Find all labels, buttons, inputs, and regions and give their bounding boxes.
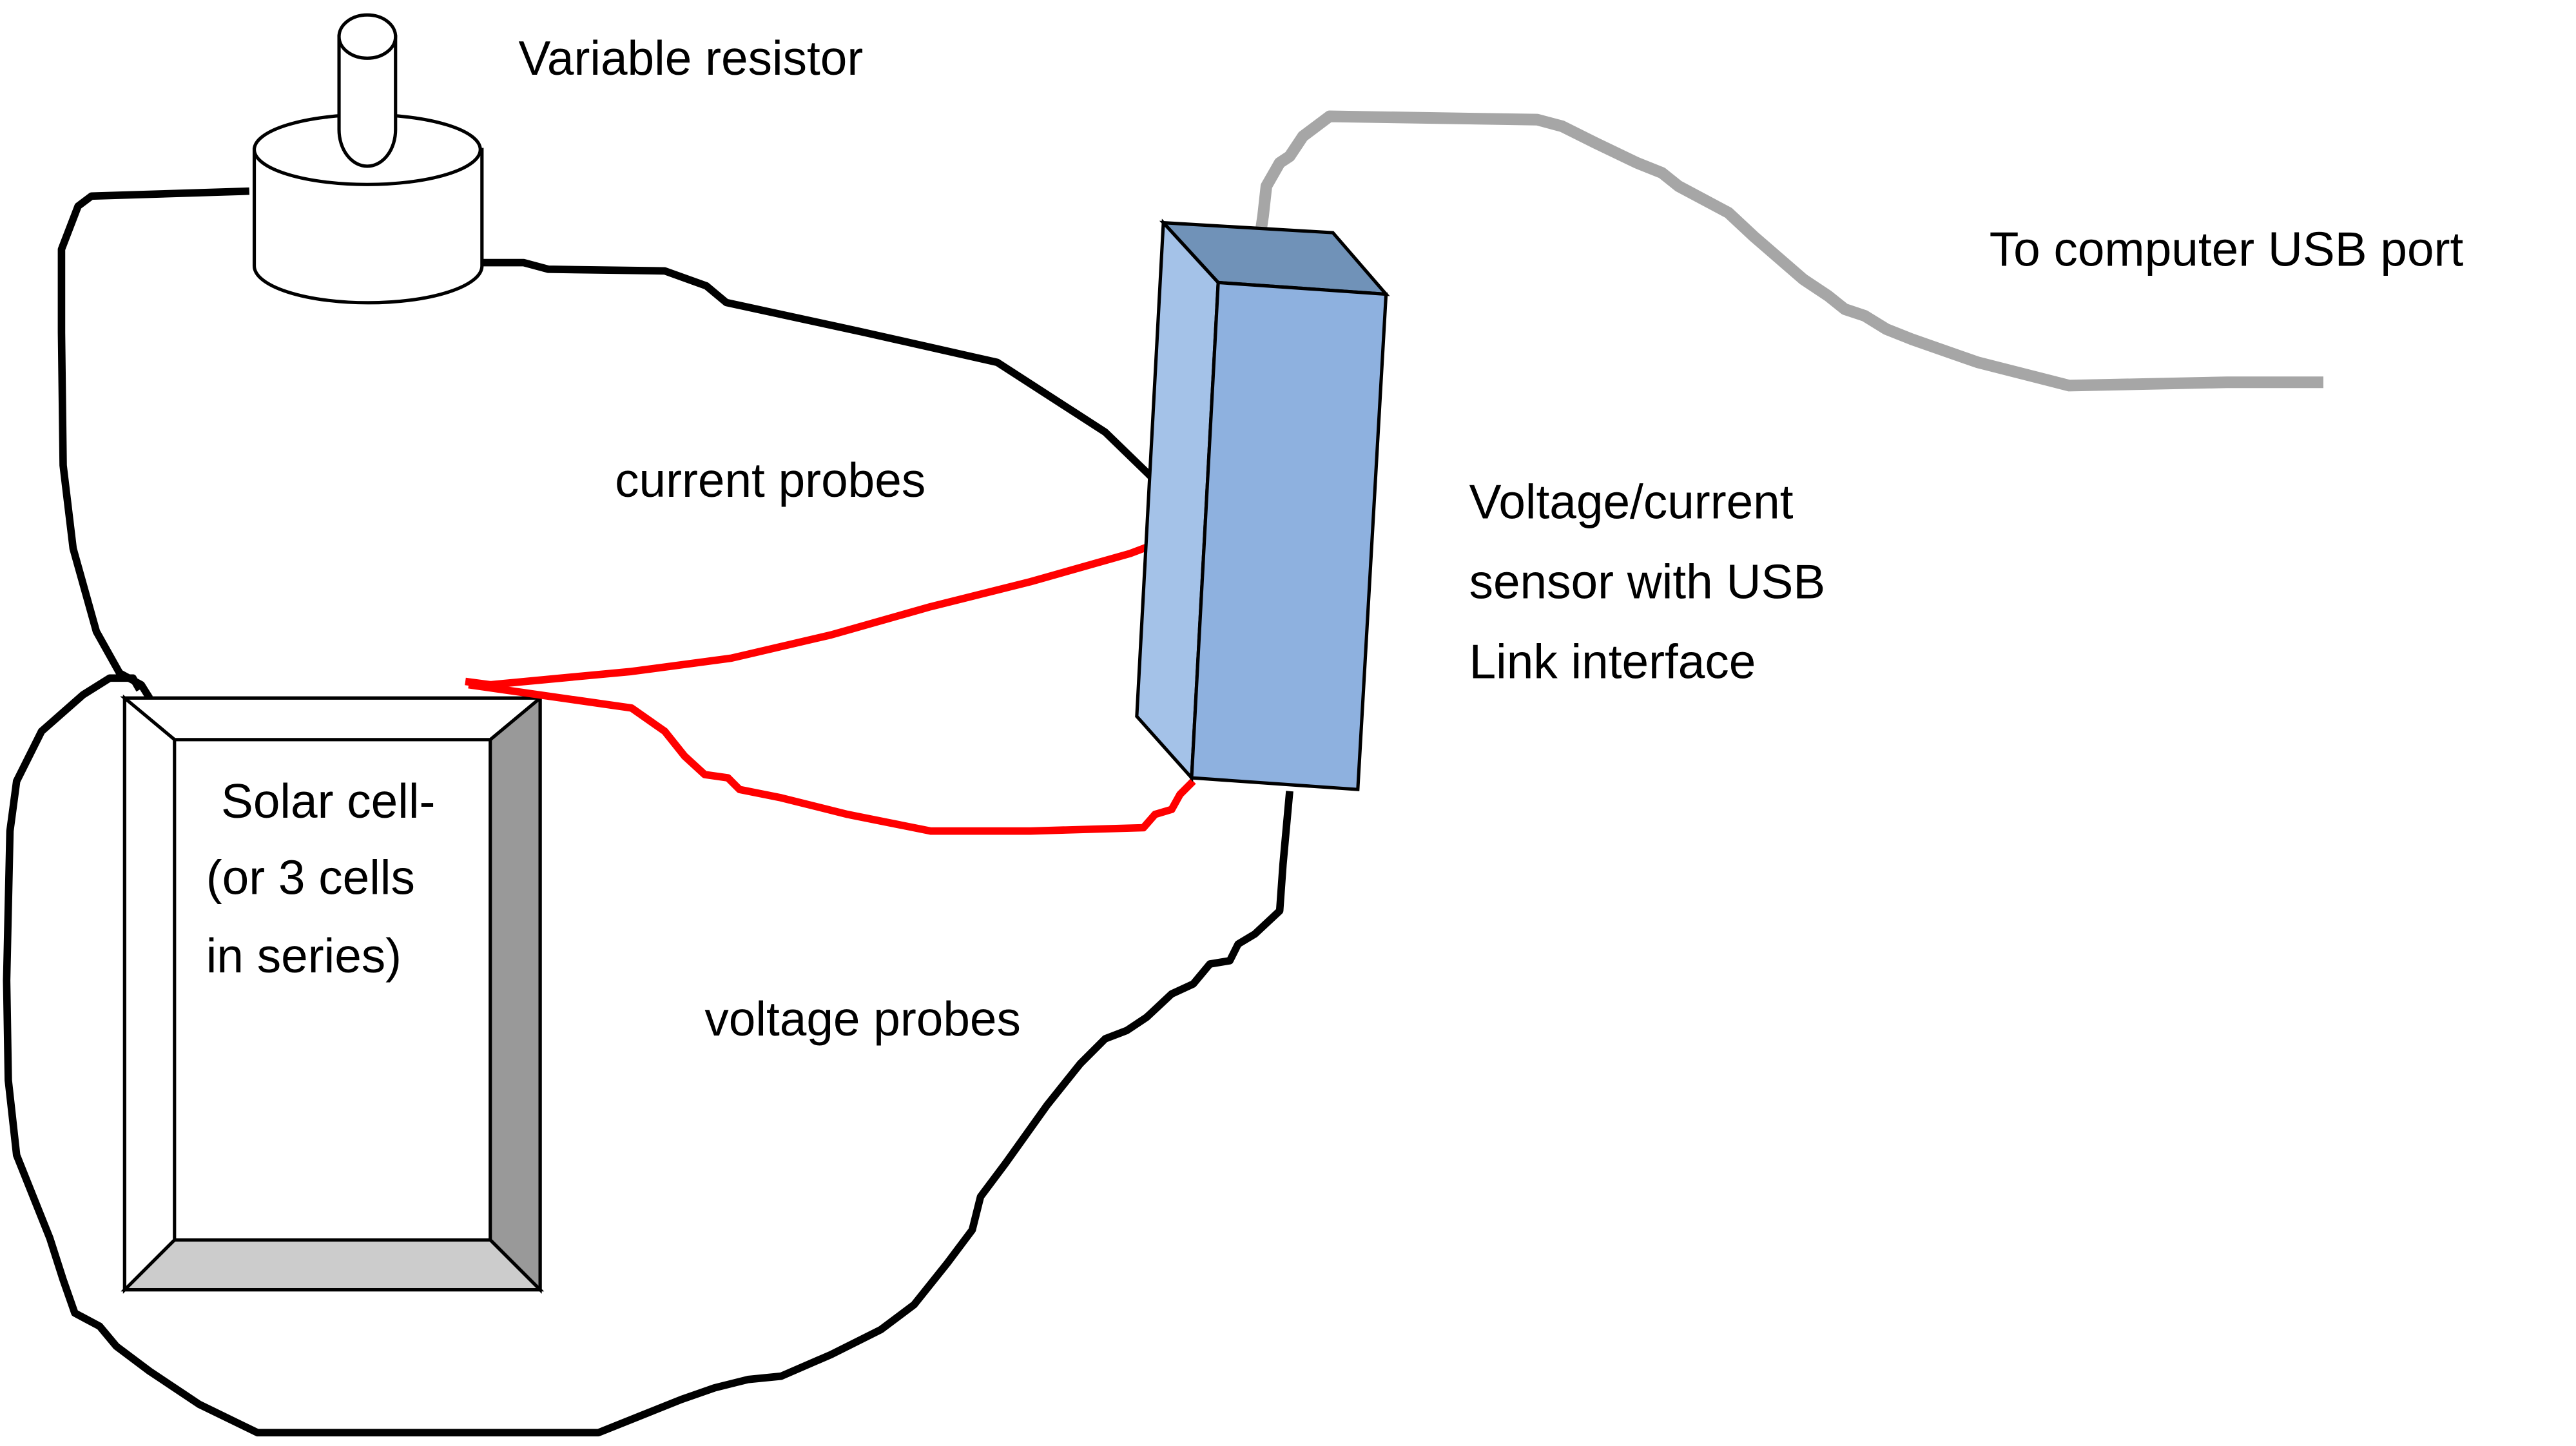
- sensor-label-line3: Link interface: [1469, 634, 1756, 688]
- voltage-probes-label: voltage probes: [704, 992, 1021, 1046]
- current-probe-red-wire: [465, 530, 1185, 689]
- panel-bevel-right: [489, 694, 542, 1294]
- sensor-front-face: [1190, 280, 1388, 791]
- voltage-probe-black-wire: [3, 674, 1293, 1437]
- sensor-label-line1: Voltage/current: [1469, 475, 1794, 529]
- panel-bevel-left: [122, 694, 177, 1294]
- panel-bevel-bottom: [121, 1238, 545, 1292]
- variable-resistor: [252, 13, 484, 305]
- solar-cell-panel: Solar cell- (or 3 cells in series): [120, 694, 545, 1294]
- panel-bevel-top: [120, 696, 545, 742]
- resistor-knob: [337, 35, 398, 168]
- resistor-body: [252, 148, 484, 305]
- sensor-label-line2: sensor with USB: [1469, 555, 1826, 609]
- current-probe-black-wire: [481, 258, 1163, 488]
- usb-cable: [1252, 110, 2324, 392]
- variable-resistor-label: Variable resistor: [519, 31, 864, 85]
- solar-cell-label-line3: in series): [206, 929, 402, 983]
- solar-cell-label-line1: Solar cell-: [221, 774, 435, 828]
- solar-cell-label-line2: (or 3 cells: [206, 851, 415, 905]
- resistor-to-panel-wire: [57, 187, 249, 700]
- computer-usb-label: To computer USB port: [1990, 222, 2464, 276]
- current-probes-label: current probes: [615, 453, 925, 507]
- voltage-probe-red-wire: [468, 680, 1196, 835]
- resistor-knob-top: [337, 13, 398, 60]
- voltage-current-sensor: [1135, 218, 1390, 791]
